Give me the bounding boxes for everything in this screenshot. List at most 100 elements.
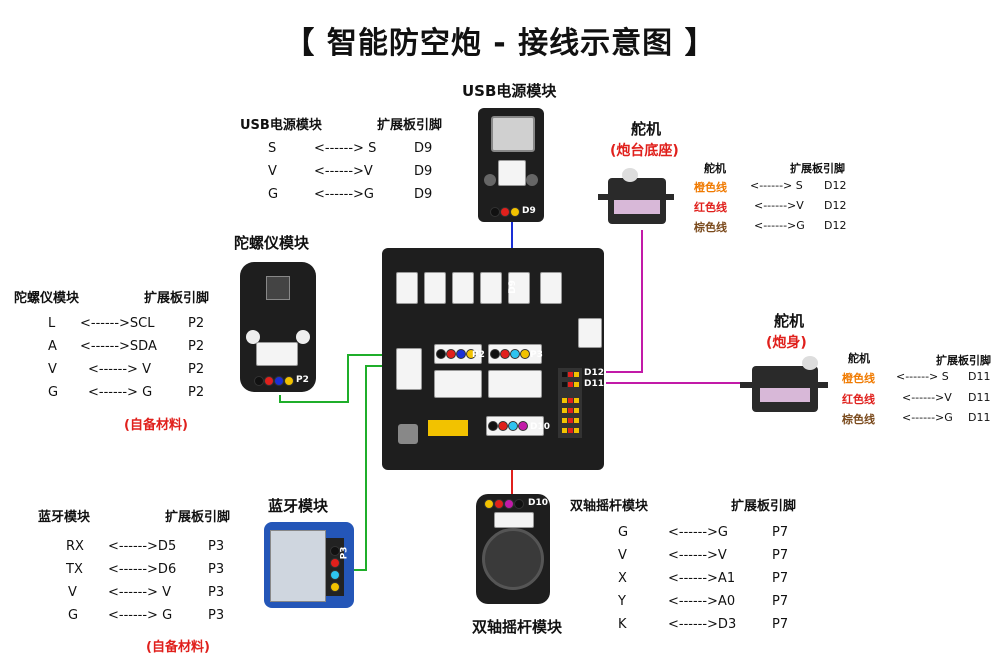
- gyro-note: (自备材料): [124, 418, 188, 433]
- servo-body-row-0-pin: D11: [968, 370, 991, 383]
- usb-module-image: D9: [478, 108, 544, 222]
- joystick-row-4-pin: P7: [772, 617, 789, 632]
- usb-port: [491, 116, 535, 152]
- gyro-row-3-pin: P2: [188, 385, 205, 400]
- gyro-row-1-pin: P2: [188, 339, 205, 354]
- joystick-table-header-pin: 扩展板引脚: [731, 499, 797, 514]
- board-port-p3: P3: [530, 350, 543, 360]
- usb-module-tag: D9: [522, 206, 536, 216]
- joystick-row-2-signal: X: [618, 571, 627, 586]
- joystick-row-0-signal: G: [618, 525, 629, 540]
- bluetooth-row-0-arrow: <------>D5: [108, 539, 177, 554]
- servo-base-row-1-wire: 红色线: [694, 201, 727, 214]
- board-connector: [508, 272, 530, 304]
- servo-body-image: [740, 356, 828, 420]
- gyro-row-3-signal: G: [48, 385, 59, 400]
- gyro-row-1-signal: A: [48, 339, 57, 354]
- board-port-d12: D12: [584, 368, 604, 378]
- board-connector: [480, 272, 502, 304]
- servo-base-row-1-pin: D12: [824, 199, 847, 212]
- usb-row-1-arrow: <------>V: [314, 164, 373, 179]
- usb-row-0-pin: D9: [414, 141, 433, 156]
- expansion-board-image: D9 P2 P3 D12 D11 D10: [382, 248, 604, 470]
- bluetooth-module-image: P3: [264, 522, 354, 608]
- joystick-row-2-arrow: <------>A1: [668, 571, 736, 586]
- servo-body-row-1-pin: D11: [968, 391, 991, 404]
- board-connector: [578, 318, 602, 348]
- gyro-row-0-arrow: <------>SCL: [80, 316, 155, 331]
- bluetooth-table-header-module: 蓝牙模块: [38, 510, 91, 525]
- joystick-module-tag: D10: [528, 498, 548, 508]
- board-connector: [540, 272, 562, 304]
- reset-button: [398, 424, 418, 444]
- joystick-row-1-arrow: <------>V: [668, 548, 727, 563]
- servo-body-row-1-arrow: <------>V: [902, 391, 952, 404]
- servo-base-heading: 舵机: [631, 120, 662, 138]
- gyro-row-3-arrow: <------> G: [88, 385, 153, 400]
- usb-row-2-signal: G: [268, 187, 279, 202]
- gyro-row-2-pin: P2: [188, 362, 205, 377]
- gyro-row-0-signal: L: [48, 316, 56, 331]
- gyro-row-2-signal: V: [48, 362, 57, 377]
- bluetooth-row-3-pin: P3: [208, 608, 225, 623]
- board-connector: [424, 272, 446, 304]
- usb-row-1-pin: D9: [414, 164, 433, 179]
- joystick-row-3-signal: Y: [618, 594, 626, 609]
- bluetooth-row-0-signal: RX: [66, 539, 84, 554]
- joystick-module-image: D10: [476, 494, 550, 604]
- gyro-row-0-pin: P2: [188, 316, 205, 331]
- joystick-row-2-pin: P7: [772, 571, 789, 586]
- servo-body-table-header-module: 舵机: [848, 352, 870, 365]
- gyro-heading: 陀螺仪模块: [234, 234, 310, 252]
- bluetooth-row-2-pin: P3: [208, 585, 225, 600]
- wire-gyro-p2: [279, 354, 440, 403]
- servo-body-row-2-wire: 棕色线: [842, 413, 875, 426]
- gyro-row-2-arrow: <------> V: [88, 362, 151, 377]
- joystick-table-header-module: 双轴摇杆模块: [570, 499, 649, 514]
- usb-row-1-signal: V: [268, 164, 277, 179]
- gyro-table-header-pin: 扩展板引脚: [144, 291, 210, 306]
- board-port-d10: D10: [530, 422, 550, 432]
- servo-body-table-header-pin: 扩展板引脚: [936, 354, 991, 367]
- joystick-row-4-arrow: <------>D3: [668, 617, 737, 632]
- usb-table-header-pin: 扩展板引脚: [377, 118, 443, 133]
- board-connector: [452, 272, 474, 304]
- usb-connector: [498, 160, 526, 186]
- board-port-d9: D9: [507, 280, 518, 294]
- joystick-row-0-pin: P7: [772, 525, 789, 540]
- bluetooth-heading: 蓝牙模块: [268, 497, 329, 515]
- gyro-table-header-module: 陀螺仪模块: [14, 291, 80, 306]
- board-port-d11: D11: [584, 379, 604, 389]
- servo-body-subheading: (炮身): [766, 335, 807, 351]
- servo-base-row-0-pin: D12: [824, 179, 847, 192]
- gyro-module-image: P2: [240, 262, 316, 392]
- servo-body-row-1-wire: 红色线: [842, 393, 875, 406]
- usb-row-0-arrow: <------> S: [314, 141, 377, 156]
- bluetooth-note: (自备材料): [146, 640, 210, 655]
- page-title: 【 智能防空炮 - 接线示意图 】: [284, 26, 716, 61]
- gyro-module-tag: P2: [296, 375, 309, 385]
- usb-row-2-pin: D9: [414, 187, 433, 202]
- bluetooth-table-header-pin: 扩展板引脚: [165, 510, 231, 525]
- servo-body-row-2-pin: D11: [968, 411, 991, 424]
- servo-base-row-1-arrow: <------>V: [754, 199, 804, 212]
- servo-base-table-header-module: 舵机: [704, 162, 726, 175]
- usb-row-0-signal: S: [268, 141, 277, 156]
- servo-body-row-0-arrow: <------> S: [896, 370, 949, 383]
- wire-servo-base-d12: [606, 230, 643, 373]
- servo-base-subheading: (炮台底座): [610, 143, 679, 159]
- bluetooth-row-2-arrow: <------> V: [108, 585, 171, 600]
- bluetooth-row-1-arrow: <------>D6: [108, 562, 177, 577]
- joystick-row-3-arrow: <------>A0: [668, 594, 736, 609]
- gyro-row-1-arrow: <------>SDA: [80, 339, 157, 354]
- servo-base-row-0-arrow: <------> S: [750, 179, 803, 192]
- joystick-row-3-pin: P7: [772, 594, 789, 609]
- joystick-heading: 双轴摇杆模块: [472, 618, 563, 636]
- bluetooth-row-1-pin: P3: [208, 562, 225, 577]
- bluetooth-row-2-signal: V: [68, 585, 77, 600]
- bluetooth-row-1-signal: TX: [66, 562, 83, 577]
- board-port-p2: P2: [472, 350, 485, 360]
- usb-row-2-arrow: <------>G: [314, 187, 375, 202]
- joystick-row-0-arrow: <------>G: [668, 525, 729, 540]
- servo-body-heading: 舵机: [774, 312, 805, 330]
